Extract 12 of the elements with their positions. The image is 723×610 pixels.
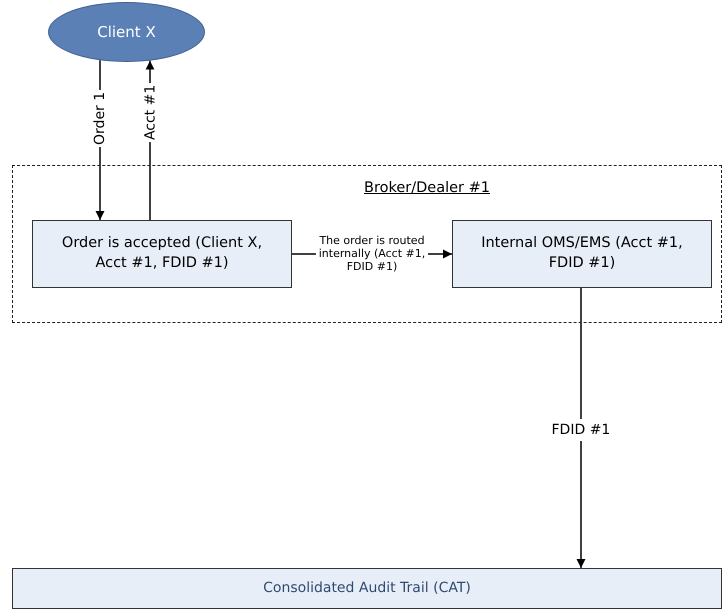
edge-label: The order is routed internally (Acct #1, FDID #1) (316, 234, 428, 274)
system-band (12, 568, 722, 609)
edge-label: FDID #1 (552, 418, 610, 442)
node-label: Internal OMS/EMS (Acct #1, FDID #1) (480, 234, 684, 273)
group-heading: Broker/Dealer #1 (364, 179, 490, 198)
node-label: Consolidated Audit Trail (CAT) (263, 579, 471, 598)
arrow (576, 288, 586, 568)
node-label: Client X (97, 22, 156, 42)
node-label: Order is accepted (Client X, Acct #1, FDID #1) (60, 234, 264, 273)
dashed-group-border (12, 165, 722, 323)
process-box (452, 220, 712, 288)
process-box (32, 220, 292, 288)
